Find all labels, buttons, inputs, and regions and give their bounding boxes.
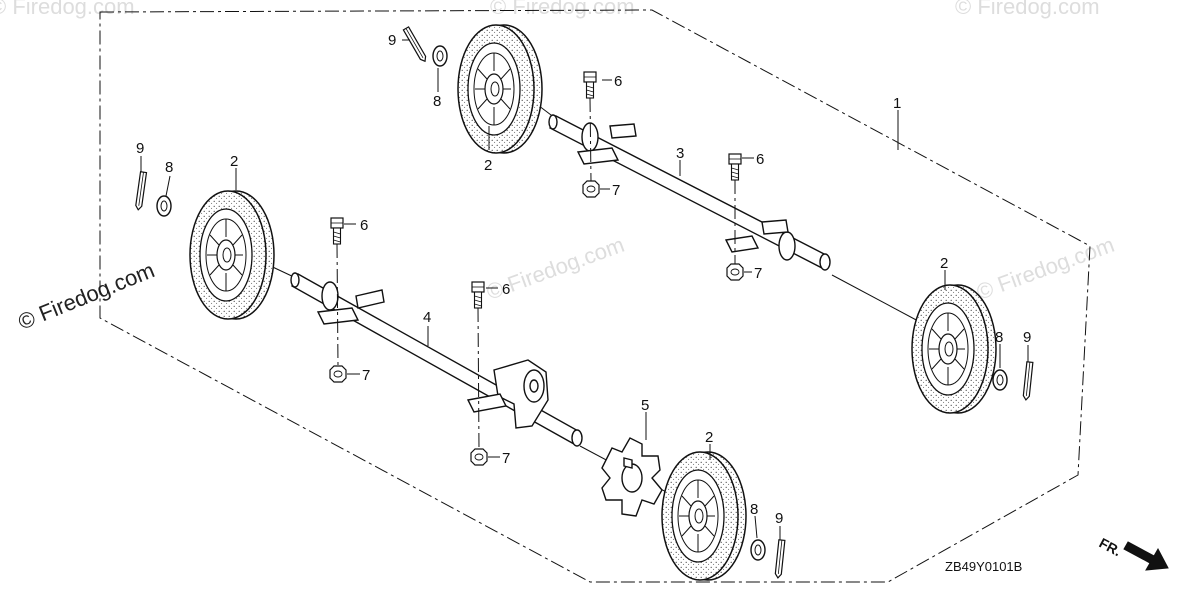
- fastener-axes: [336, 97, 736, 450]
- callout-3: 3: [676, 145, 684, 162]
- svg-text:© Firedog.com: © Firedog.com: [0, 0, 135, 19]
- pin-bottom: [774, 539, 786, 579]
- front-arrow-icon: [1123, 541, 1169, 571]
- wheel-right: [911, 284, 997, 414]
- washer-bottom: [750, 539, 766, 561]
- washer-top: [432, 45, 448, 67]
- callout-8-top: 8: [433, 93, 441, 110]
- drawing-code: ZB49Y0101B: [945, 559, 1022, 574]
- callout-8-left: 8: [165, 159, 173, 176]
- callout-7-d: 7: [502, 450, 510, 467]
- axle-upper: [517, 89, 921, 323]
- washer-left: [156, 195, 172, 217]
- svg-text:© Firedog.com: © Firedog.com: [490, 0, 635, 19]
- callout-6-c: 6: [360, 217, 368, 234]
- callout-7-c: 7: [362, 367, 370, 384]
- callout-9-left: 9: [136, 140, 144, 157]
- wheel-left: [189, 190, 275, 320]
- svg-text:FR.: FR.: [1097, 535, 1124, 560]
- watermark-faint-top-right: © Firedog.com: [955, 0, 1100, 19]
- bolt-upper-b: [728, 153, 742, 181]
- pin-left: [134, 171, 148, 211]
- wheel-bottom: [661, 451, 747, 581]
- callout-7-b: 7: [754, 265, 762, 282]
- callout-7-a: 7: [612, 182, 620, 199]
- watermark-left: © Firedog.com: [15, 257, 158, 334]
- callout-2-left: 2: [230, 153, 238, 170]
- callout-8-bottom: 8: [750, 501, 758, 518]
- washer-right: [992, 369, 1008, 391]
- assembly-boundary: [99, 9, 1091, 583]
- svg-text:© Firedog.com: © Firedog.com: [955, 0, 1100, 19]
- callout-2-top: 2: [484, 157, 492, 174]
- svg-text:© Firedog.com: © Firedog.com: [973, 232, 1117, 305]
- pin-right: [1022, 361, 1034, 401]
- nut-upper-a: [582, 180, 600, 198]
- callout-9-bottom: 9: [775, 510, 783, 527]
- nut-lower-a: [329, 365, 347, 383]
- bolt-upper-a: [583, 71, 597, 99]
- callout-5: 5: [641, 397, 649, 414]
- front-indicator: FR.: [1097, 535, 1169, 571]
- callout-9-right: 9: [1023, 329, 1031, 346]
- nut-upper-b: [726, 263, 744, 281]
- sprocket-part-5: [601, 437, 663, 517]
- callout-6-a: 6: [614, 73, 622, 90]
- callout-8-right: 8: [995, 329, 1003, 346]
- callout-leaders: [140, 39, 1029, 540]
- callout-6-b: 6: [756, 151, 764, 168]
- nut-lower-b: [470, 448, 488, 466]
- axle-lower: [261, 261, 701, 511]
- callout-6-d: 6: [502, 281, 510, 298]
- watermark-faint-right: © Firedog.com: [973, 232, 1117, 305]
- bolt-lower-b: [471, 281, 485, 309]
- callout-4: 4: [423, 309, 431, 326]
- svg-text:© Firedog.com: © Firedog.com: [15, 257, 158, 334]
- wheel-top-left: [457, 24, 543, 154]
- watermark-faint-top-left: © Firedog.com: [0, 0, 135, 19]
- callout-1: 1: [893, 95, 901, 112]
- callout-2-bottom: 2: [705, 429, 713, 446]
- watermark-faint-top-center: © Firedog.com: [490, 0, 635, 19]
- bolt-lower-a: [330, 217, 344, 245]
- callout-2-right: 2: [940, 255, 948, 272]
- pin-top: [402, 26, 429, 64]
- callout-labels: 1 2 2 2 2 3 4 5 6 6 6 6 7 7 7 7 8 8 8 8 …: [136, 32, 1031, 527]
- callout-9-top: 9: [388, 32, 396, 49]
